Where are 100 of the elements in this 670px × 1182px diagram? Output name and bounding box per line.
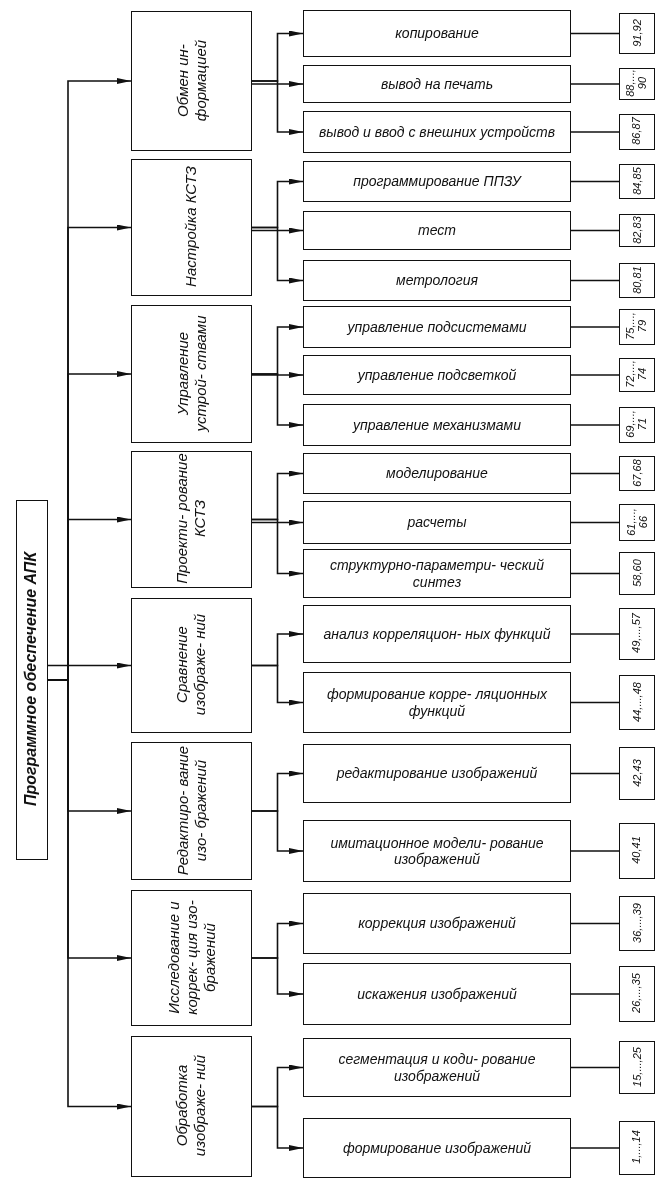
root-title: Программное обеспечение АПК (22, 552, 41, 807)
connector-line (570, 701, 620, 704)
page-number-box (619, 823, 655, 879)
module-box (303, 744, 571, 803)
arrow (251, 372, 304, 378)
page-number-box (619, 1121, 655, 1175)
module-label: вывод и ввод с внешних устройств (319, 123, 555, 141)
connector-line (570, 279, 620, 282)
connector-line (570, 472, 620, 475)
module-label: сегментация и коди- рование изображений (337, 1051, 537, 1084)
page-numbers: 40,41 (630, 836, 643, 865)
module-box (303, 355, 571, 395)
category-box (131, 1036, 252, 1177)
connector-line (570, 772, 620, 775)
category-label: Настройка КСТЗ (181, 166, 200, 288)
connector-line (570, 424, 620, 426)
module-label: управление подсветкой (357, 366, 517, 384)
page-number-box (619, 358, 655, 392)
page-numbers: 80,81 (630, 266, 643, 294)
module-box (303, 501, 571, 544)
connector-line (570, 32, 620, 35)
category-box (131, 11, 252, 151)
connector-line (570, 131, 620, 133)
arrow (251, 30, 304, 82)
category-label: Исследование и коррек- ция изо- бражений (163, 899, 218, 1017)
module-box (303, 453, 571, 494)
page-numbers: 72,...,74 (624, 359, 649, 390)
module-box (303, 605, 571, 663)
module-box (303, 306, 571, 348)
category-box (131, 451, 252, 588)
module-label: искажения изображений (357, 985, 517, 1003)
connector-line (570, 180, 620, 183)
module-label: коррекция изображений (358, 915, 516, 932)
page-number-box (619, 608, 655, 660)
page-number-box (619, 407, 655, 443)
arrow (251, 519, 304, 526)
page-numbers: 44,...,48 (630, 682, 643, 722)
category-box (131, 890, 252, 1026)
module-label: программирование ППЗУ (353, 173, 521, 190)
arrow (251, 470, 304, 521)
page-number-box (619, 214, 655, 247)
arrow (251, 770, 304, 812)
root-box (16, 500, 48, 860)
category-label: Сравнение изображе- ний (172, 613, 209, 718)
module-box (303, 672, 571, 733)
page-number-box (619, 309, 655, 345)
module-label: управление подсистемами (347, 318, 527, 336)
connector-line (570, 1066, 620, 1069)
module-label: редактирование изображений (336, 765, 538, 782)
module-label: тест (418, 222, 456, 239)
page-number-box (619, 68, 655, 100)
module-label: моделирование (386, 465, 488, 482)
page-numbers: 88,...,90 (624, 69, 649, 98)
page-number-box (619, 1041, 655, 1094)
module-box (303, 111, 571, 153)
page-number-box (619, 896, 655, 951)
page-numbers: 67,68 (630, 459, 643, 487)
connector-line (570, 1147, 620, 1149)
module-label: имитационное модели- рование изображений (329, 834, 545, 868)
connector-line (570, 922, 620, 925)
page-numbers: 1,...,14 (630, 1130, 643, 1165)
module-box (303, 1118, 571, 1178)
module-label: метрология (396, 272, 478, 289)
page-numbers: 36,...,39 (630, 903, 643, 943)
module-box (303, 404, 571, 446)
module-box (303, 211, 571, 250)
arrow (251, 1064, 304, 1108)
category-box (131, 159, 252, 296)
connector-line (570, 850, 620, 852)
connector-line (570, 229, 620, 232)
page-numbers: 42,43 (630, 759, 643, 787)
module-box (303, 65, 571, 103)
page-number-box (619, 504, 655, 541)
category-label: Управление устрой- ствами (172, 314, 209, 435)
module-box (303, 893, 571, 954)
page-number-box (619, 456, 655, 491)
page-numbers: 26,...,35 (630, 973, 643, 1014)
page-number-box (619, 966, 655, 1022)
module-label: формирование изображений (342, 1139, 532, 1157)
page-number-box (619, 114, 655, 150)
arrow (251, 227, 304, 234)
arrow (47, 662, 132, 669)
page-numbers: 15,...,25 (630, 1047, 643, 1087)
connector-line (570, 374, 620, 376)
module-box (303, 549, 571, 598)
page-numbers: 86,87 (630, 117, 643, 146)
page-numbers: 91,92 (630, 19, 643, 47)
category-label: Обработка изображе- ний (172, 1054, 209, 1159)
module-box (303, 820, 571, 882)
page-number-box (619, 552, 655, 595)
arrow (251, 324, 304, 375)
connector-line (570, 572, 620, 575)
page-numbers: 82,83 (630, 216, 643, 244)
page-numbers: 75,...,79 (624, 311, 649, 343)
connector-line (570, 521, 620, 524)
arrow (251, 920, 304, 959)
page-number-box (619, 675, 655, 730)
arrow (251, 178, 304, 229)
page-numbers: 61,...,66 (624, 507, 649, 538)
module-label: формирование корре- ляционных функций (325, 686, 549, 719)
